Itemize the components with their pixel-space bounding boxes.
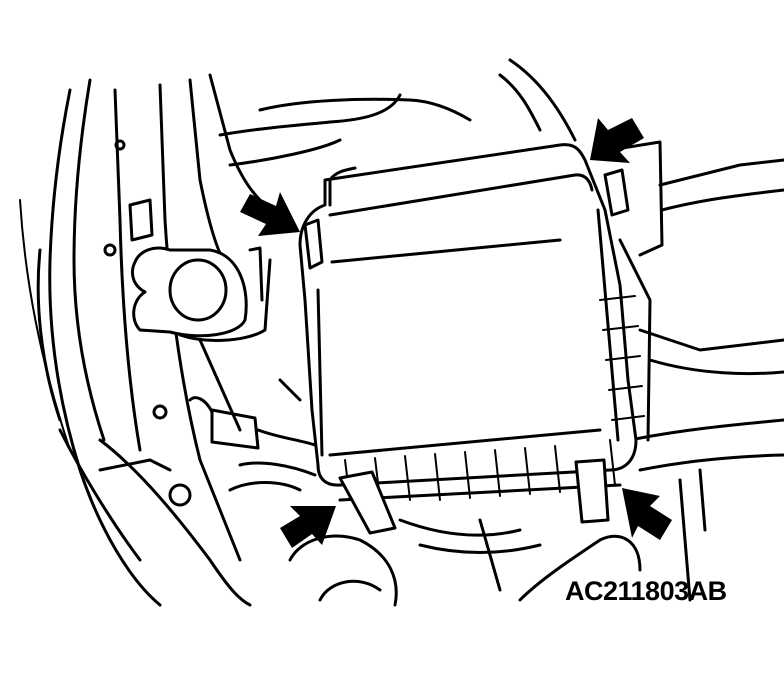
- support-pillar: [98, 73, 262, 562]
- arrow-up-right-icon: [280, 506, 336, 548]
- figure-code: AC211803AB: [565, 576, 727, 606]
- clip-lower-right: [574, 458, 610, 524]
- clip-lower-left: [338, 470, 397, 535]
- wiring-connector: [188, 338, 317, 492]
- lower-components: [288, 518, 642, 607]
- clip-upper-right: [603, 168, 630, 217]
- arrow-down-right-icon: [240, 192, 300, 236]
- left-body-panel: [19, 78, 252, 607]
- indicator-arrows: [240, 118, 672, 548]
- reservoir-cap: [131, 246, 272, 342]
- upper-structure: [218, 58, 577, 167]
- arrow-down-left-icon: [590, 118, 644, 163]
- clip-upper-left: [303, 218, 324, 270]
- right-bracket: [608, 140, 784, 602]
- retaining-clips: [303, 168, 630, 535]
- control-unit-housing: [298, 143, 652, 502]
- arrow-up-left-icon: [622, 488, 672, 540]
